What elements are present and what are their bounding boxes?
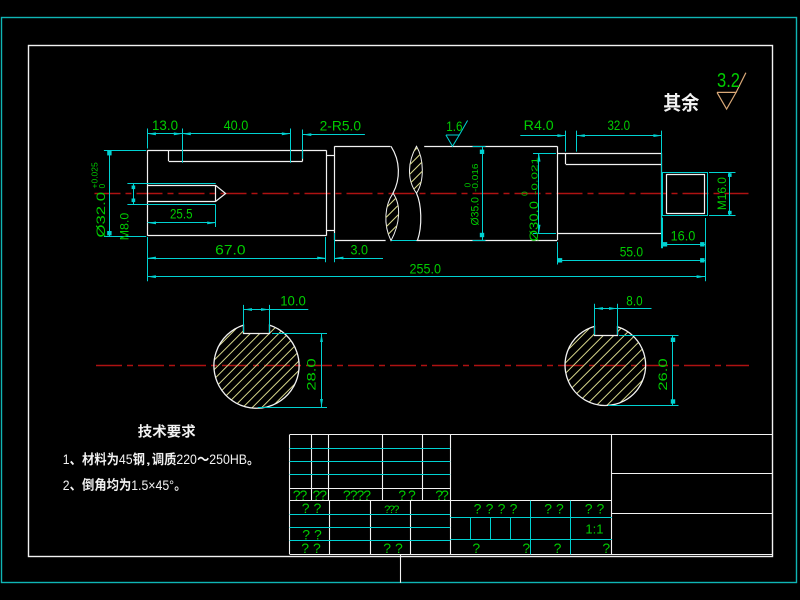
svg-text:+0.025: +0.025 [90,162,100,189]
svg-text:?: ? [472,540,480,556]
svg-text:? ?: ? ? [383,540,403,556]
svg-text:Ø30.0: Ø30.0 [527,201,541,242]
svg-text:1.6: 1.6 [446,118,462,134]
svg-text:1: 1 [63,451,70,467]
svg-text:Ø32.0: Ø32.0 [96,192,108,238]
svg-text:67.0: 67.0 [215,243,245,258]
svg-text:255.0: 255.0 [410,261,442,276]
svg-text:2-R5.0: 2-R5.0 [320,119,361,134]
svg-text:M16.0: M16.0 [715,177,729,210]
svg-text:M8.0: M8.0 [117,212,131,240]
svg-text:3.2: 3.2 [717,70,740,92]
svg-text:Ø35.0: Ø35.0 [469,197,481,226]
svg-text:220: 220 [176,451,197,467]
svg-text:,: , [145,451,152,467]
svg-text:26.0: 26.0 [656,358,670,391]
svg-text:40.0: 40.0 [224,118,249,133]
svg-text:? ?: ? ? [398,487,416,503]
svg-text:10.0: 10.0 [280,293,306,308]
svg-text:? ?: ? ? [301,540,321,556]
svg-text:??: ?? [293,487,308,503]
svg-text:1:1: 1:1 [585,522,603,537]
svg-text:?: ? [554,540,562,556]
svg-text:-0.021: -0.021 [529,157,539,195]
svg-text:25.5: 25.5 [170,207,193,222]
svg-text:?: ? [602,540,610,556]
svg-text:2: 2 [63,477,70,493]
svg-text:0: 0 [520,191,530,196]
svg-text:13.0: 13.0 [152,118,178,133]
svg-text:45: 45 [119,451,133,467]
svg-text:8.0: 8.0 [626,293,642,308]
svg-text:32.0: 32.0 [608,118,631,133]
svg-text:1.5×45°: 1.5×45° [131,477,174,493]
svg-text:???: ??? [384,504,399,516]
svg-text:?: ? [510,501,518,517]
svg-text:250HB: 250HB [209,451,247,467]
svg-text:?: ? [522,540,530,556]
svg-text:? ?: ? ? [302,500,322,516]
svg-text:? ?: ? ? [585,501,605,517]
svg-text:?: ? [498,501,506,517]
svg-text:? ?: ? ? [544,501,564,517]
svg-text:3.0: 3.0 [351,243,369,258]
svg-text:?: ? [486,501,494,517]
svg-text:55.0: 55.0 [620,244,643,259]
svg-text:?: ? [474,501,482,517]
svg-text:??: ?? [313,487,328,503]
svg-text:16.0: 16.0 [671,228,696,243]
svg-text:28.0: 28.0 [304,358,318,391]
svg-text:0: 0 [462,183,472,188]
svg-text:R4.0: R4.0 [524,118,554,133]
svg-text:? ?: ? ? [302,527,322,543]
svg-text:0: 0 [97,184,107,189]
svg-text:????: ???? [343,487,371,503]
svg-text:-0.016: -0.016 [470,163,480,192]
